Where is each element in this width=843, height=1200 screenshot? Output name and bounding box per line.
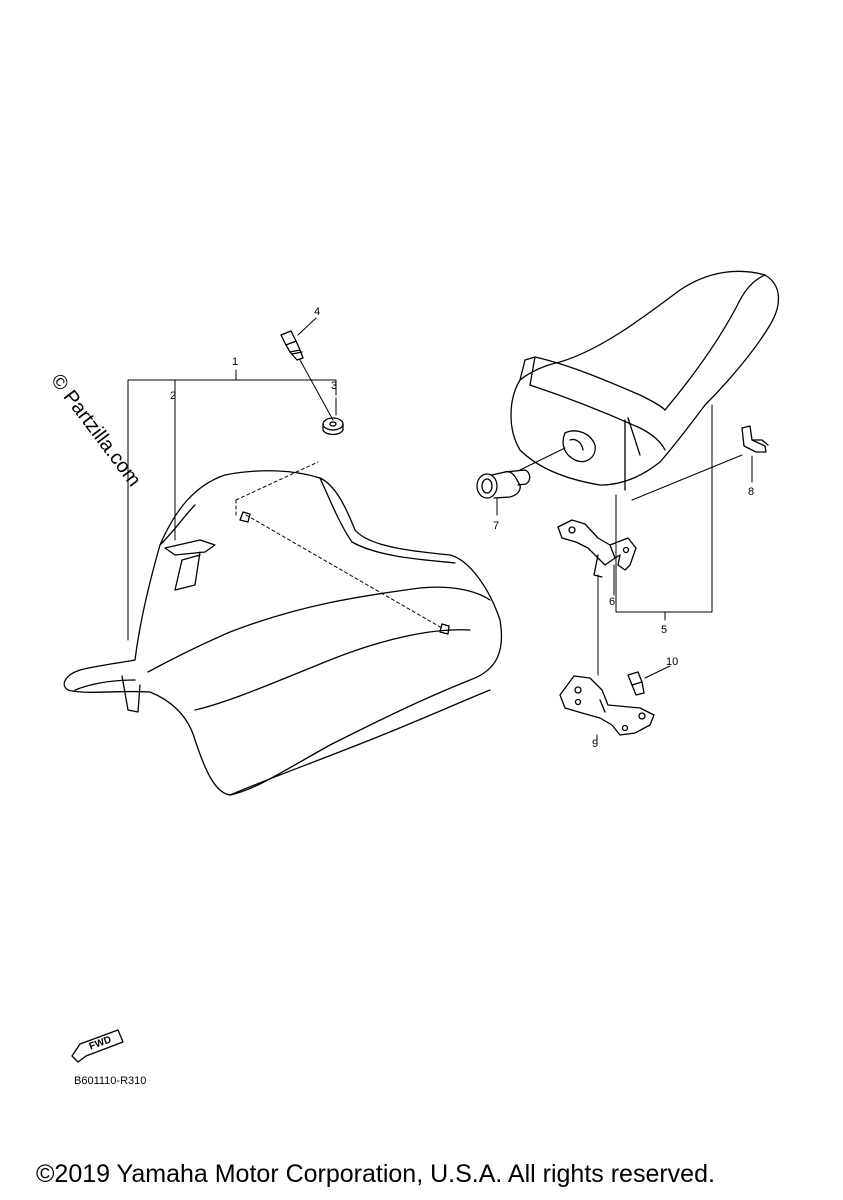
seat-clip <box>741 425 769 453</box>
callout-1: 1 <box>232 356 239 368</box>
callout-6: 6 <box>609 596 616 608</box>
callout-2: 2 <box>170 390 177 402</box>
bolt-4 <box>280 330 304 361</box>
damper-washer <box>322 417 344 436</box>
seat-strap <box>164 539 216 591</box>
callout-9: 9 <box>592 738 599 750</box>
callout-7: 7 <box>493 520 500 532</box>
passenger-seat <box>510 270 780 491</box>
callout-8: 8 <box>748 486 755 498</box>
fwd-arrow-icon <box>71 1029 124 1063</box>
callout-4: 4 <box>314 306 321 318</box>
figure-code: B601110-R310 <box>74 1075 147 1087</box>
bolt-10 <box>627 671 645 696</box>
callout-5: 5 <box>661 624 668 636</box>
callout-3: 3 <box>331 380 338 392</box>
copyright-notice: ©2019 Yamaha Motor Corporation, U.S.A. A… <box>36 1160 715 1188</box>
lower-bracket <box>559 675 655 736</box>
leader-lines <box>127 317 753 741</box>
rider-seat <box>63 470 503 796</box>
callout-10: 10 <box>666 656 679 668</box>
seat-hook-bracket <box>557 519 637 578</box>
seat-lock <box>476 469 531 499</box>
